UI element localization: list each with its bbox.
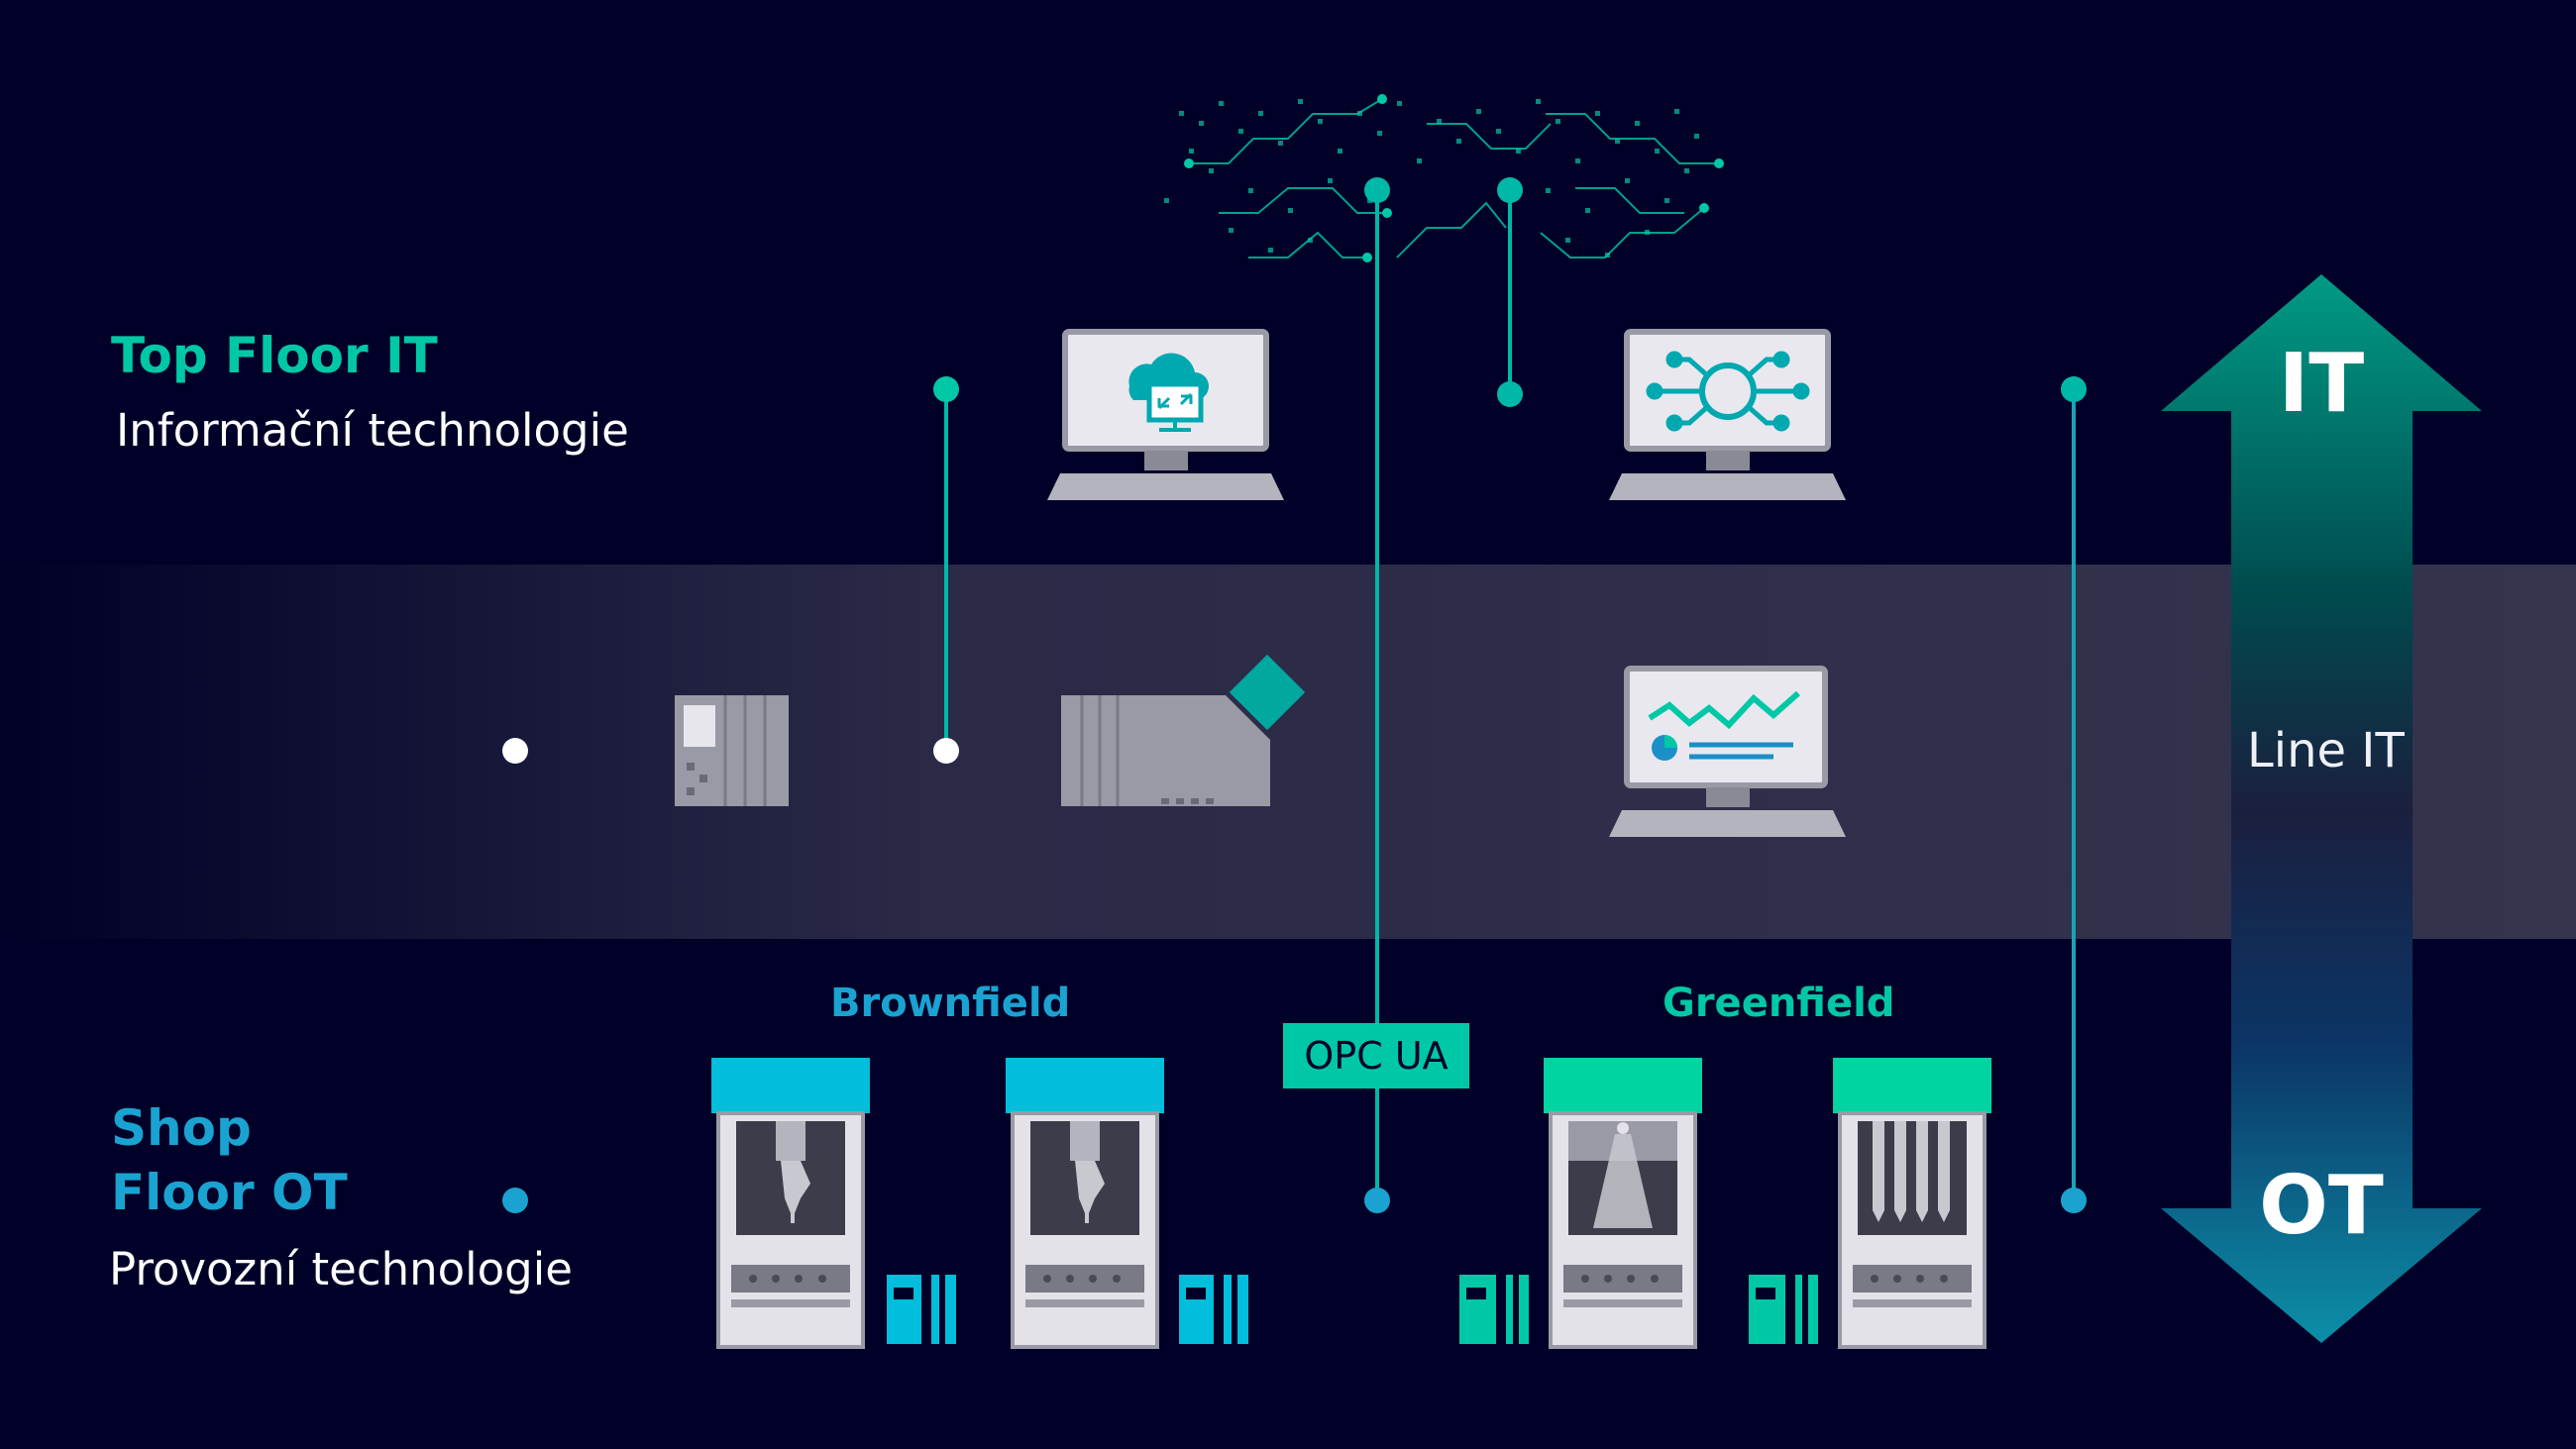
shop-floor-title-line2: Floor OT	[111, 1164, 348, 1221]
controller-icon	[1459, 1275, 1529, 1344]
plc-icon	[675, 695, 789, 806]
top-floor-title: Top Floor IT	[111, 327, 438, 384]
dashboard-computer-icon	[1609, 666, 1846, 837]
controller-icon	[1749, 1275, 1818, 1344]
connector-dots	[502, 177, 2087, 1213]
opc-ua-badge: OPC UA	[1283, 1023, 1469, 1088]
cloud-network-pattern	[1164, 94, 1724, 262]
top-floor-subtitle: Informační technologie	[116, 404, 629, 457]
brownfield-label: Brownfield	[830, 981, 1071, 1026]
machine-icon	[1544, 1058, 1702, 1349]
cloud-computer-icon	[1047, 329, 1284, 500]
controller-icon	[1179, 1275, 1248, 1344]
greenfield-label: Greenfield	[1663, 981, 1895, 1026]
shop-floor-subtitle: Provozní technologie	[109, 1243, 573, 1295]
edge-device-icon	[1061, 654, 1306, 806]
line-it-band	[0, 565, 2576, 939]
arrow-it-label: IT	[2278, 337, 2365, 431]
controller-icon	[887, 1275, 956, 1344]
shop-floor-title-line1: Shop	[111, 1099, 252, 1157]
hub-computer-icon	[1609, 329, 1846, 500]
arrow-ot-label: OT	[2259, 1159, 2384, 1253]
machine-icon	[1006, 1058, 1164, 1349]
machine-icon	[711, 1058, 870, 1349]
machine-icon	[1833, 1058, 1991, 1349]
line-it-label: Line IT	[2247, 723, 2405, 778]
it-ot-arrow	[2161, 274, 2482, 1343]
